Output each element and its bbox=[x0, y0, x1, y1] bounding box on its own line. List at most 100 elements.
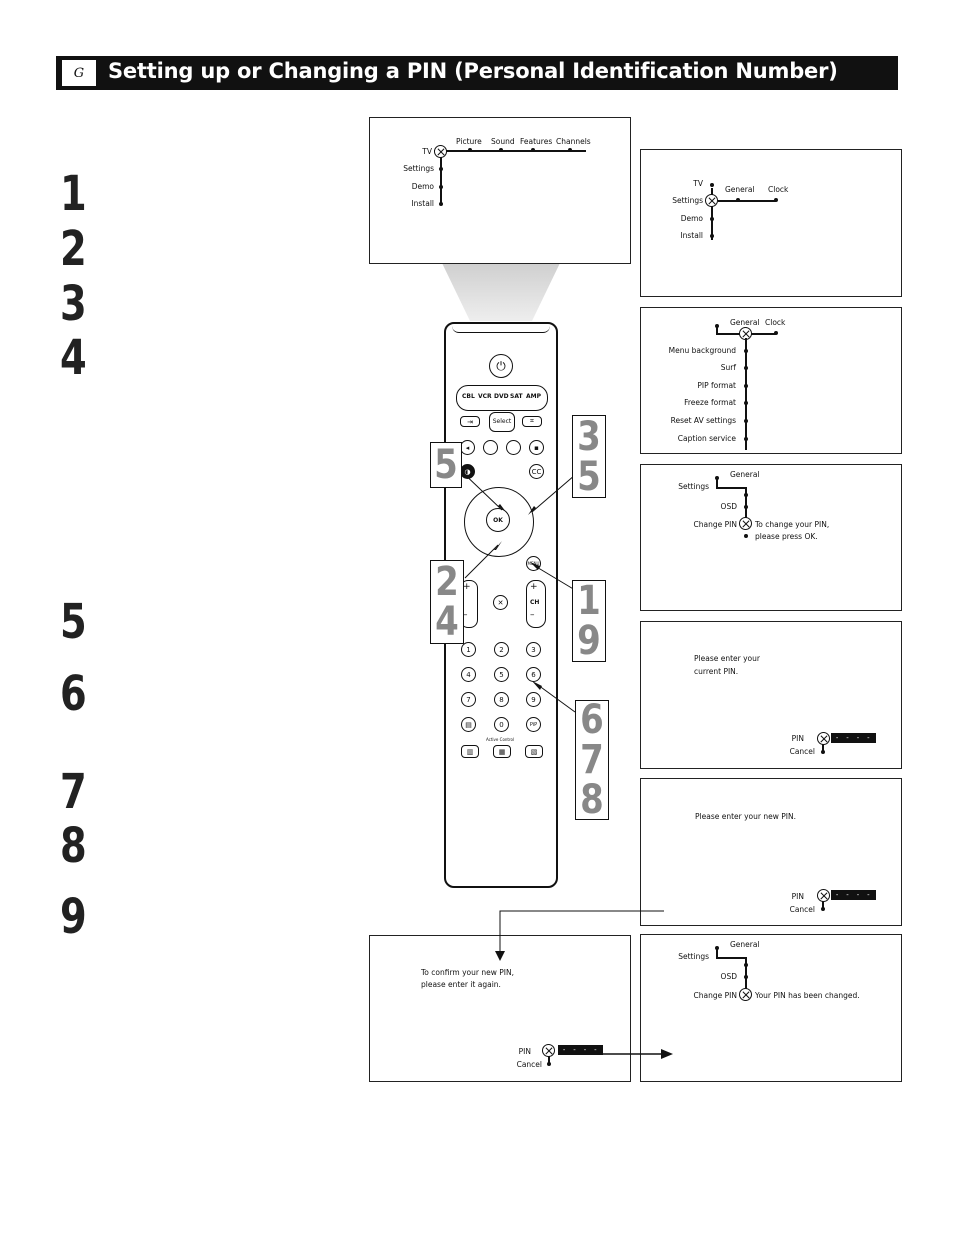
input-icon[interactable]: ⇥ bbox=[460, 416, 480, 427]
menu-item-freeze-format: Freeze format bbox=[684, 398, 736, 407]
ambilight-right-icon[interactable]: ▧ bbox=[525, 745, 543, 758]
active-control-label: Active Control bbox=[486, 737, 515, 742]
ok-button[interactable]: OK bbox=[486, 508, 510, 532]
menu-item-osd: OSD bbox=[720, 972, 737, 981]
volume-down[interactable]: – bbox=[463, 610, 468, 620]
menu-item-change-pin: Change PIN bbox=[693, 520, 737, 529]
cancel-option[interactable]: Cancel bbox=[789, 905, 815, 914]
screen-pin-changed: General Settings OSD Change PIN Your PIN… bbox=[640, 934, 902, 1082]
pin-input[interactable]: - - - - bbox=[558, 1045, 603, 1055]
channel-rocker[interactable] bbox=[526, 580, 546, 628]
step-number: 3 bbox=[60, 276, 87, 332]
menu-item-general: General bbox=[730, 318, 760, 327]
menu-item-change-pin: Change PIN bbox=[693, 991, 737, 1000]
source-amp[interactable]: AMP bbox=[526, 393, 542, 400]
section-tag: G bbox=[61, 59, 97, 87]
info-message: please press OK. bbox=[755, 532, 818, 541]
step-number: 7 bbox=[60, 764, 87, 820]
stop-button[interactable] bbox=[483, 440, 498, 455]
menu-item-demo: Demo bbox=[680, 214, 703, 223]
channel-label: CH bbox=[530, 599, 540, 606]
pin-input[interactable]: - - - - bbox=[831, 733, 876, 743]
cc-button[interactable]: CC bbox=[529, 464, 544, 479]
step-number: 4 bbox=[60, 330, 87, 386]
digit-6-button[interactable]: 6 bbox=[526, 667, 541, 682]
source-dvd[interactable]: DVD bbox=[494, 393, 509, 400]
menu-item-settings: Settings bbox=[672, 196, 703, 205]
menu-item-reset-av: Reset AV settings bbox=[670, 416, 736, 425]
step-number: 8 bbox=[60, 818, 87, 874]
digit-9-button[interactable]: 9 bbox=[526, 692, 541, 707]
ambilight-left-icon[interactable]: ▥ bbox=[461, 745, 479, 758]
digit-7-button[interactable]: 7 bbox=[461, 692, 476, 707]
digit-0-button[interactable]: 0 bbox=[494, 717, 509, 732]
nav-ring[interactable] bbox=[464, 487, 534, 557]
mute-icon[interactable]: ✕ bbox=[493, 595, 508, 610]
rewind-button[interactable]: ◂ bbox=[460, 440, 475, 455]
page-title: Setting up or Changing a PIN (Personal I… bbox=[108, 59, 838, 83]
section-header: G Setting up or Changing a PIN (Personal… bbox=[56, 56, 898, 90]
digit-5-button[interactable]: 5 bbox=[494, 667, 509, 682]
digit-1-button[interactable]: 1 bbox=[461, 642, 476, 657]
digit-3-button[interactable]: 3 bbox=[526, 642, 541, 657]
cancel-option[interactable]: Cancel bbox=[789, 747, 815, 756]
menu-item-picture: Picture bbox=[456, 137, 482, 146]
fast-forward-button[interactable]: ▪ bbox=[529, 440, 544, 455]
cancel-option[interactable]: Cancel bbox=[516, 1060, 542, 1069]
flow-arrow bbox=[597, 1049, 673, 1059]
power-icon[interactable]: ⏻ bbox=[489, 354, 513, 378]
source-sat[interactable]: SAT bbox=[510, 393, 523, 400]
pin-label: PIN bbox=[518, 1047, 531, 1056]
menu-item-surf: Surf bbox=[720, 363, 736, 372]
pin-label: PIN bbox=[791, 734, 804, 743]
info-message: Please enter your bbox=[694, 654, 760, 663]
channel-down[interactable]: – bbox=[530, 610, 535, 620]
info-message: To change your PIN, bbox=[755, 520, 830, 529]
source-cbl[interactable]: CBL bbox=[462, 393, 475, 400]
pin-input[interactable]: - - - - bbox=[831, 890, 876, 900]
screen-change-pin: General Settings OSD Change PIN To chang… bbox=[640, 464, 902, 611]
play-button[interactable] bbox=[506, 440, 521, 455]
menu-item-general: General bbox=[725, 185, 755, 194]
digit-2-button[interactable]: 2 bbox=[494, 642, 509, 657]
digit-4-button[interactable]: 4 bbox=[461, 667, 476, 682]
ambilight-mid-icon[interactable]: ▦ bbox=[493, 745, 511, 758]
source-vcr[interactable]: VCR bbox=[478, 393, 492, 400]
cursor-icon bbox=[817, 732, 830, 745]
screen-enter-current-pin: Please enter your current PIN. PIN - - -… bbox=[640, 621, 902, 769]
screen-confirm-new-pin: To confirm your new PIN, please enter it… bbox=[369, 935, 631, 1082]
menu-item-osd: OSD bbox=[720, 502, 737, 511]
cursor-icon bbox=[705, 194, 718, 207]
volume-up[interactable]: + bbox=[463, 582, 471, 592]
source-selector bbox=[456, 385, 548, 411]
flow-arrow bbox=[495, 910, 664, 961]
cursor-icon bbox=[817, 889, 830, 902]
menu-item-caption-service: Caption service bbox=[677, 434, 736, 443]
format-icon[interactable]: ⌗ bbox=[522, 416, 542, 427]
menu-item-clock: Clock bbox=[765, 318, 786, 327]
teletext-icon[interactable]: ▤ bbox=[461, 717, 476, 732]
callout-pointers bbox=[457, 467, 576, 713]
menu-item-sound: Sound bbox=[491, 137, 515, 146]
channel-up[interactable]: + bbox=[530, 582, 538, 592]
pip-button[interactable]: PiP bbox=[526, 717, 541, 732]
menu-item-menu-background: Menu background bbox=[668, 346, 736, 355]
info-message: current PIN. bbox=[694, 667, 739, 676]
remote-beam bbox=[442, 263, 560, 321]
screen-main-menu: Picture Sound Features Channels TV Setti… bbox=[369, 117, 631, 264]
menu-item-tv: TV bbox=[693, 179, 703, 188]
screen-general-menu: General Clock Menu background Surf PIP f… bbox=[640, 307, 902, 454]
remote-top-edge bbox=[452, 326, 550, 333]
menu-item-pip-format: PIP format bbox=[697, 381, 736, 390]
screen-settings-menu: TV Settings Demo Install General Clock bbox=[640, 149, 902, 297]
step-number: 5 bbox=[60, 594, 87, 650]
menu-item-settings: Settings bbox=[403, 164, 434, 173]
menu-item-settings: Settings bbox=[678, 952, 709, 961]
callout-step-5: 5 bbox=[430, 442, 462, 488]
digit-8-button[interactable]: 8 bbox=[494, 692, 509, 707]
cursor-icon bbox=[739, 988, 752, 1001]
info-message: Your PIN has been changed. bbox=[755, 991, 860, 1000]
select-button[interactable]: Select bbox=[489, 412, 515, 432]
